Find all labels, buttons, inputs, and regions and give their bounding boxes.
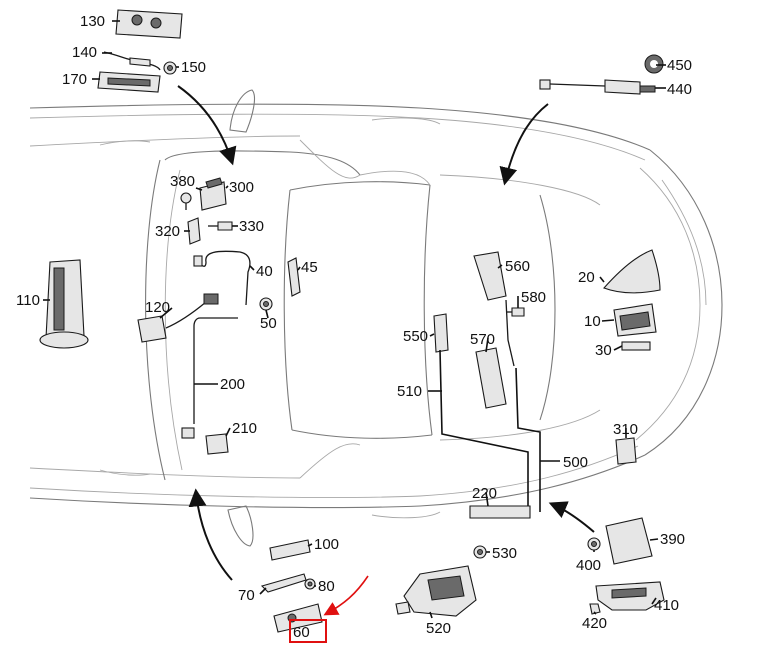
callout-170[interactable]: 170 [62,71,87,88]
callout-80[interactable]: 80 [318,578,335,595]
callout-30[interactable]: 30 [595,342,612,359]
part-310-connector [615,437,637,465]
callout-labels: 130 140 150 170 450 440 380 300 320 330 … [16,13,692,641]
part-440-antenna-cable [539,79,656,95]
part-580-screw [506,307,525,317]
callout-530[interactable]: 530 [492,545,517,562]
callout-10[interactable]: 10 [584,313,601,330]
callout-520[interactable]: 520 [426,620,451,637]
part-400-grommet [587,537,601,551]
part-560-module [473,251,507,301]
part-210-bracket [205,433,229,455]
direction-arrows [177,85,595,581]
part-10-antenna-base [613,303,657,337]
callout-570[interactable]: 570 [470,331,495,348]
callout-310[interactable]: 310 [613,421,638,438]
callout-150[interactable]: 150 [181,59,206,76]
part-220-strip [469,505,531,519]
callout-550[interactable]: 550 [403,328,428,345]
part-560-wire [505,299,515,367]
part-120-module [137,293,219,343]
part-80-screw [304,578,316,590]
part-500-rod [515,367,541,512]
callout-40[interactable]: 40 [256,263,273,280]
part-330-screw [208,221,233,231]
part-450-cap [644,54,664,74]
callout-410[interactable]: 410 [654,597,679,614]
callout-440[interactable]: 440 [667,81,692,98]
callout-50[interactable]: 50 [260,315,277,332]
callout-45[interactable]: 45 [301,259,318,276]
part-410-bracket [595,581,665,611]
callout-330[interactable]: 330 [239,218,264,235]
part-300-sensor [199,177,227,211]
callout-390[interactable]: 390 [660,531,685,548]
callout-120[interactable]: 120 [145,299,170,316]
callout-500[interactable]: 500 [563,454,588,471]
part-45-clip [287,257,301,297]
callout-560[interactable]: 560 [505,258,530,275]
callout-220[interactable]: 220 [472,485,497,502]
part-200-cable [181,317,238,439]
callout-110[interactable]: 110 [16,292,40,309]
callout-320[interactable]: 320 [155,223,180,240]
part-100-strip [269,539,311,561]
highlight-callout-60 [289,575,369,643]
part-380-screw [180,192,192,210]
part-170-light-bar [97,71,161,93]
callout-420[interactable]: 420 [582,615,607,632]
part-140-bracket [103,51,161,71]
callout-130[interactable]: 130 [80,13,105,30]
callout-210[interactable]: 210 [232,420,257,437]
callout-20[interactable]: 20 [578,269,595,286]
callout-60[interactable]: 60 [293,624,310,641]
part-530-screw [473,545,487,559]
part-30-gasket [621,341,651,351]
part-40-wiring-harness [193,250,251,306]
part-50-grommet [259,297,273,311]
callout-100[interactable]: 100 [314,536,339,553]
part-20-shark-antenna [603,249,661,294]
callout-140[interactable]: 140 [72,44,97,61]
part-570-panel [475,347,507,409]
callout-70[interactable]: 70 [238,587,255,604]
part-550-switch [433,313,449,353]
part-70-bracket [260,573,307,593]
part-390-control-unit [605,517,653,565]
part-320-bracket [187,217,201,245]
callout-300[interactable]: 300 [229,179,254,196]
part-110-mount-assembly [39,259,89,349]
callout-200[interactable]: 200 [220,376,245,393]
callout-380[interactable]: 380 [170,173,195,190]
part-420-nut [589,603,601,615]
part-510-rod [439,349,529,506]
vehicle-body-outline [29,89,723,547]
part-150-grommet [163,61,177,75]
part-130-camera-module [115,9,183,39]
callout-450[interactable]: 450 [667,57,692,74]
callout-580[interactable]: 580 [521,289,546,306]
callout-400[interactable]: 400 [576,557,601,574]
callout-510[interactable]: 510 [397,383,422,400]
leader-lines [43,20,666,619]
part-520-lock-actuator [395,565,477,617]
